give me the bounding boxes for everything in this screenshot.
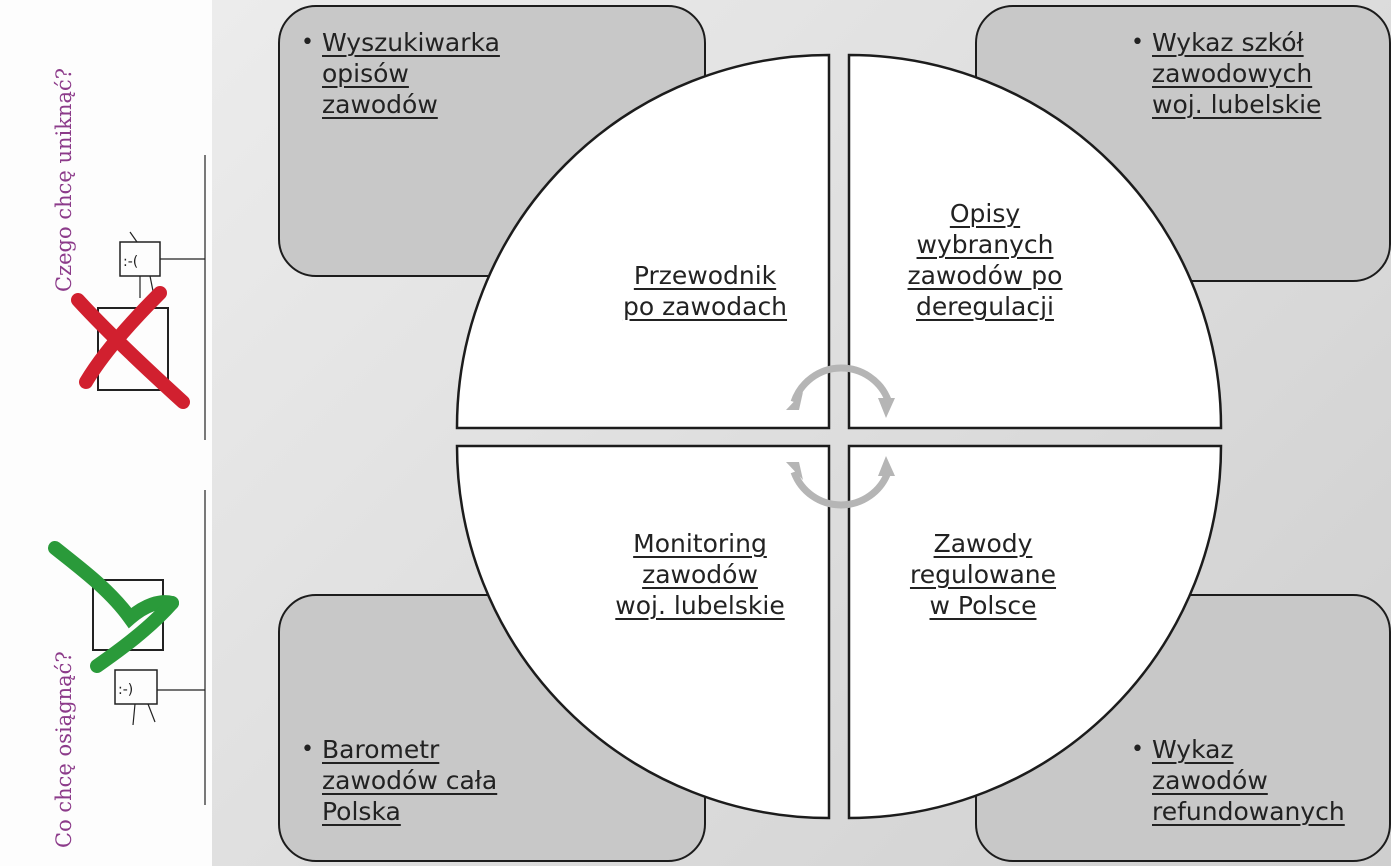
happy-face-text: :-) (118, 682, 133, 698)
link-line[interactable]: zawodów (322, 90, 438, 119)
quadrant-link-opisy[interactable]: Opisy wybranych zawodów po deregulacji (855, 198, 1115, 322)
link-line[interactable]: Wykaz (1152, 735, 1234, 764)
quadrant-link-monitoring[interactable]: Monitoring zawodów woj. lubelskie (570, 528, 830, 621)
quadrant-bottom-right (847, 444, 1223, 820)
quadrant-link-zawody-regulowane[interactable]: Zawody regulowane w Polsce (853, 528, 1113, 621)
sidebar-illustration: :-( :-) (48, 155, 206, 805)
bullet: • (301, 737, 314, 762)
corner-link-barometr[interactable]: • Barometr zawodów cała Polska (301, 734, 498, 827)
quadrant-top-left (455, 53, 831, 430)
corner-link-wykaz-zawodow[interactable]: • Wykaz zawodów refundowanych (1131, 734, 1345, 827)
link-line[interactable]: Wyszukiwarka (322, 28, 500, 57)
happy-stick-figure-icon: :-) (114, 669, 205, 726)
bullet: • (1131, 737, 1144, 762)
link-line[interactable]: Polska (322, 797, 401, 826)
link-line[interactable]: zawodów po (907, 261, 1063, 290)
quadrant-link-przewodnik[interactable]: Przewodnik po zawodach (575, 260, 835, 322)
link-line[interactable]: zawodów (642, 560, 758, 589)
link-line[interactable]: Zawody (933, 529, 1033, 558)
cycle-arrows-icon (786, 364, 895, 509)
sidebar: Czego chcę uniknąć? Co chcę osiągnąć? :-… (0, 0, 212, 866)
bullet: • (1131, 30, 1144, 55)
link-line[interactable]: Wykaz szkół (1152, 28, 1304, 57)
red-cross-icon (71, 286, 190, 409)
link-line[interactable]: refundowanych (1152, 797, 1345, 826)
quadrant-top-right (847, 53, 1223, 430)
green-check-icon (48, 541, 179, 673)
quadrant-bottom-left (455, 444, 831, 820)
link-line[interactable]: Monitoring (633, 529, 767, 558)
sad-face-text: :-( (123, 254, 138, 270)
link-line[interactable]: Barometr (322, 735, 440, 764)
link-line[interactable]: zawodowych (1152, 59, 1313, 88)
link-line[interactable]: Opisy (949, 199, 1021, 228)
corner-link-wyszukiwarka[interactable]: • Wyszukiwarka opisów zawodów (301, 27, 500, 120)
link-line[interactable]: Przewodnik (633, 261, 777, 290)
bullet: • (301, 30, 314, 55)
link-line[interactable]: wybranych (916, 230, 1054, 259)
link-line[interactable]: w Polsce (929, 591, 1037, 620)
sad-stick-figure-icon: :-( (119, 231, 205, 298)
link-line[interactable]: woj. lubelskie (1152, 90, 1322, 119)
link-line[interactable]: woj. lubelskie (615, 591, 785, 620)
link-line[interactable]: deregulacji (916, 292, 1054, 321)
link-line[interactable]: opisów (322, 59, 409, 88)
link-line[interactable]: zawodów cała (322, 766, 498, 795)
link-line[interactable]: regulowane (909, 560, 1057, 589)
link-line[interactable]: zawodów (1152, 766, 1268, 795)
link-line[interactable]: po zawodach (622, 292, 788, 321)
corner-link-wykaz-szkol[interactable]: • Wykaz szkół zawodowych woj. lubelskie (1131, 27, 1322, 120)
